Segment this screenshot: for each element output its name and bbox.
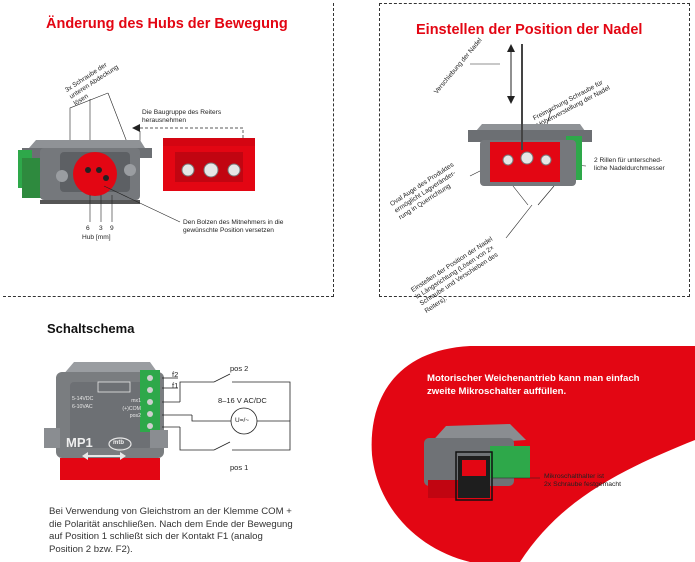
panel-stroke-change [3, 3, 334, 297]
stroke-value-9: 9 [110, 225, 114, 232]
label-grooves: 2 Rillen für untersched- liche Nadeldurc… [594, 157, 665, 173]
promo-label: Mikroschalthalter ist 2x Schraube festge… [544, 473, 622, 489]
stroke-value-3: 3 [99, 225, 103, 232]
schaltschema-title: Schaltschema [47, 321, 135, 336]
panel-left-title: Änderung des Hubs der Bewegung [46, 16, 288, 32]
schaltschema-description: Bei Verwendung von Gleichstrom an der Kl… [49, 506, 293, 555]
supply-voltage-label: 8–16 V AC/DC [218, 396, 267, 405]
wire-label-f2: f2 [172, 370, 179, 379]
mp1-device-brand: mtb [113, 440, 124, 446]
source-symbol-label: U=/~ [235, 417, 250, 424]
label-assembly: Die Baugruppe des Reiters herausnehmen [142, 109, 222, 125]
mp1-terminal-labels: mx1 (+)COM pos2 [122, 398, 141, 420]
stroke-value-6: 6 [86, 225, 90, 232]
stroke-label: Hub [mm] [82, 234, 111, 241]
wire-label-f1: f1 [172, 381, 179, 390]
panel-right-title: Einstellen der Position der Nadel [416, 22, 643, 38]
label-bolt: Den Bolzen des Mitnehmers in die gewünsc… [183, 219, 284, 235]
mp1-device-printing: 5-14VDC 6-10VAC [72, 396, 94, 410]
pos1-label: pos 1 [230, 463, 249, 472]
panel-needle-position [379, 3, 690, 297]
pos2-label: pos 2 [230, 364, 249, 373]
promo-text: Motorischer Weichenantrieb kann man einf… [427, 373, 640, 397]
mp1-device-name: MP1 [66, 435, 93, 450]
